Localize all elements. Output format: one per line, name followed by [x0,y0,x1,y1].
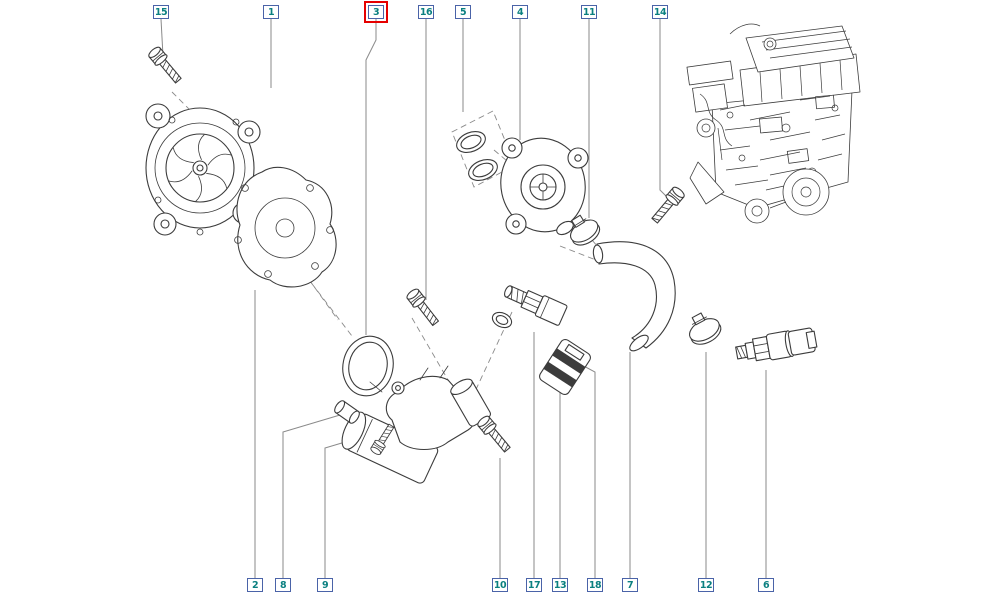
callout-11-label: 11 [582,6,596,18]
callout-7[interactable]: 7 [622,578,638,592]
callout-18-label: 18 [588,579,602,591]
callout-1[interactable]: 1 [263,5,279,19]
callout-2-label: 2 [251,579,259,591]
part-plug-8 [334,400,360,424]
part-bolt-15 [146,44,185,87]
callout-9[interactable]: 9 [317,578,333,592]
part-seal-ring [342,335,394,397]
part-bracket-mount [539,338,591,396]
callout-9-label: 9 [321,579,329,591]
callout-16-label: 16 [419,6,433,18]
callout-8-label: 8 [279,579,287,591]
callout-3[interactable]: 3 [364,1,388,23]
callout-5-label: 5 [459,6,467,18]
callout-7-label: 7 [626,579,634,591]
callout-3-label: 3 [372,6,380,18]
callout-12-label: 12 [699,579,713,591]
callout-10-label: 10 [493,579,507,591]
callout-15-label: 15 [154,6,168,18]
part-water-outlet-pipe [341,365,491,484]
part-hose-clamp-12 [688,312,722,345]
callout-4-label: 4 [516,6,524,18]
callout-6-label: 6 [762,579,770,591]
callout-12[interactable]: 12 [698,578,714,592]
callout-5[interactable]: 5 [455,5,471,19]
part-bolt-10 [475,413,514,456]
callout-13-label: 13 [553,579,567,591]
callout-14[interactable]: 14 [652,5,668,19]
part-gasket [234,166,337,288]
part-coolant-hose [592,241,676,352]
callout-15[interactable]: 15 [153,5,169,19]
callout-10[interactable]: 10 [492,578,508,592]
part-bolt-16 [404,286,443,329]
part-hose-clamp-11 [570,214,601,246]
callout-18[interactable]: 18 [587,578,603,592]
part-thermostat-housing [500,137,589,236]
callout-17[interactable]: 17 [526,578,542,592]
callout-14-label: 14 [653,6,667,18]
callout-16[interactable]: 16 [418,5,434,19]
callout-13[interactable]: 13 [552,578,568,592]
engine-illustration [686,23,861,224]
leader-lines [160,18,767,578]
part-o-rings [456,131,498,181]
callout-6[interactable]: 6 [758,578,774,592]
part-coolant-switch [504,285,568,326]
callout-2[interactable]: 2 [247,578,263,592]
callout-11[interactable]: 11 [581,5,597,19]
part-bolt-14 [648,184,687,227]
callout-4[interactable]: 4 [512,5,528,19]
callout-8[interactable]: 8 [275,578,291,592]
callout-17-label: 17 [527,579,541,591]
callout-1-label: 1 [267,6,275,18]
part-switch-washer [491,311,513,329]
part-temperature-sensor [735,327,818,362]
